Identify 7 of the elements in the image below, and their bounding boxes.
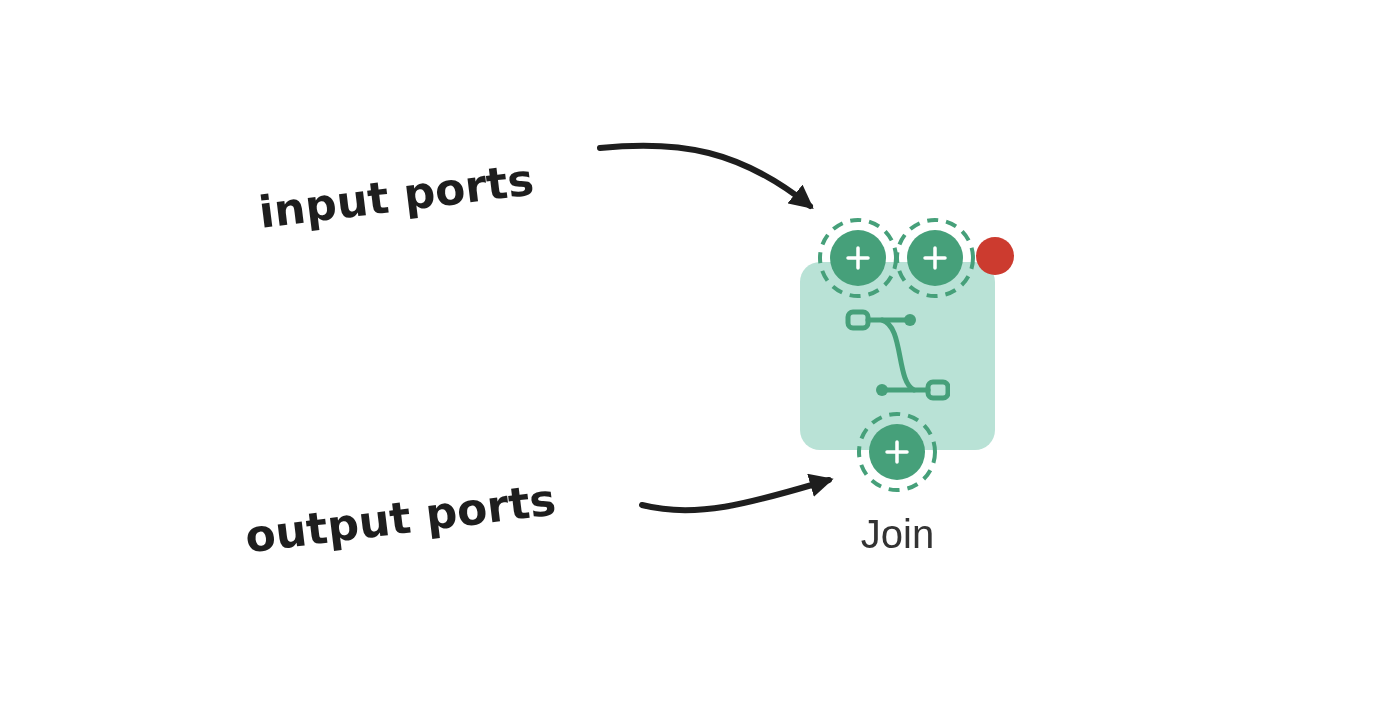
- annotation-text: output ports: [241, 457, 617, 573]
- arrow: [597, 142, 814, 209]
- port-circle: [816, 216, 900, 300]
- annotation-text: input ports: [254, 138, 592, 248]
- node-name: Join: [859, 511, 936, 558]
- arrow: [639, 473, 834, 514]
- port-circle: [855, 410, 939, 494]
